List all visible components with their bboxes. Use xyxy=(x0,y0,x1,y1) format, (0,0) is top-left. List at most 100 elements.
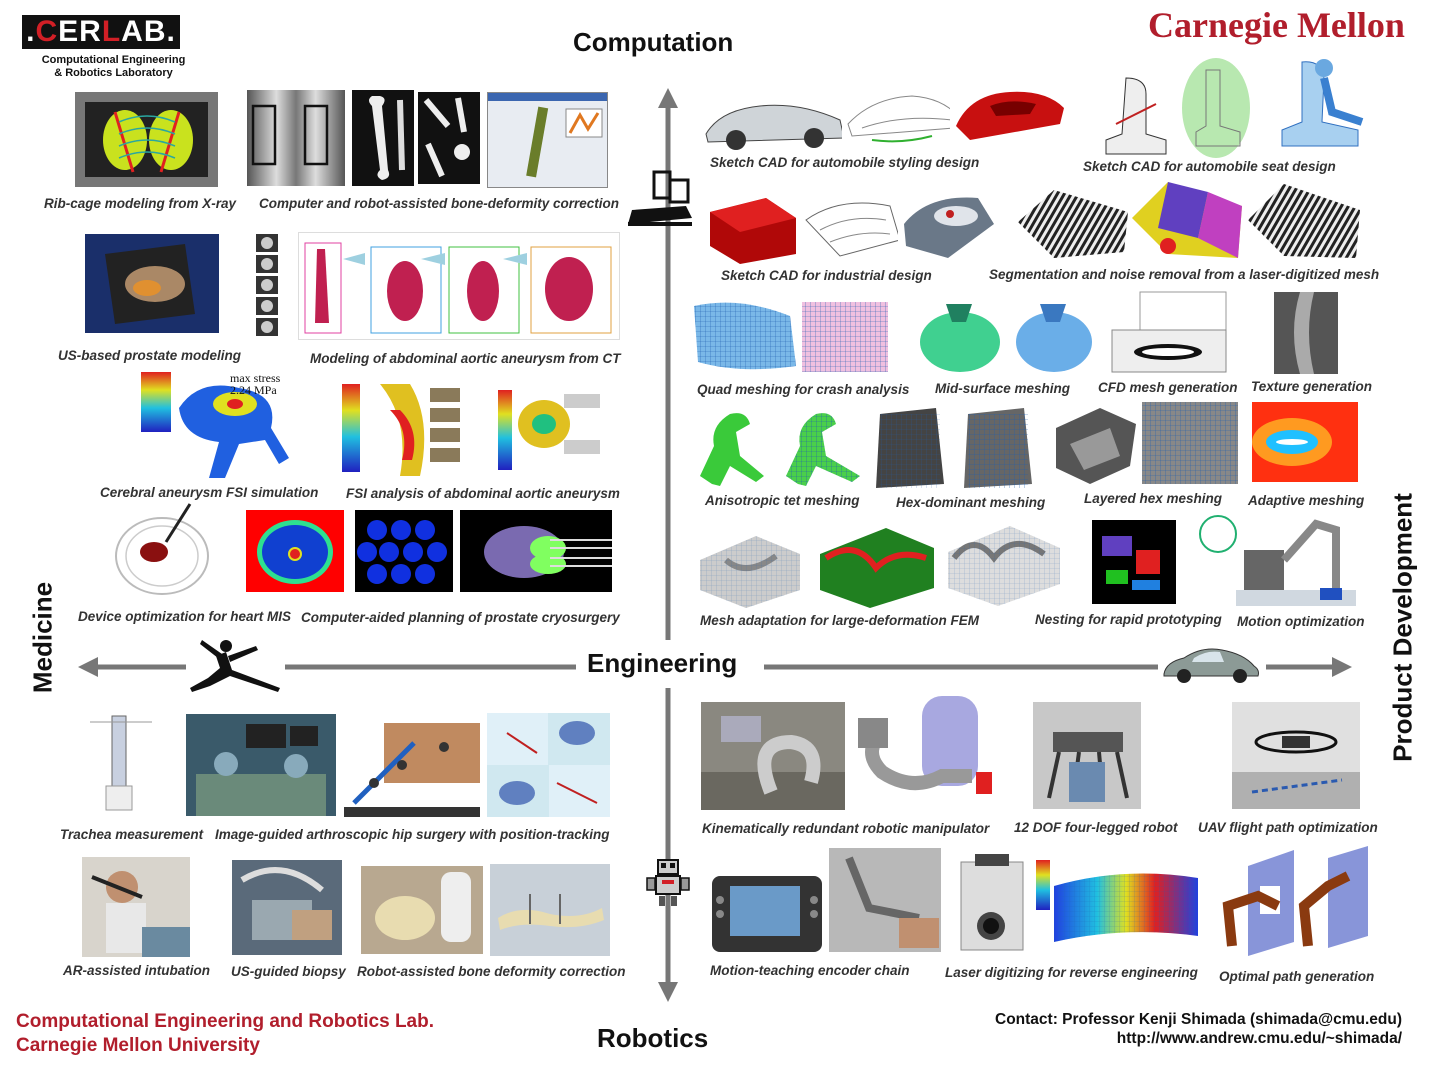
axis-label-engineering: Engineering xyxy=(587,648,738,678)
caption-kinematic: Kinematically redundant robotic manipula… xyxy=(702,821,990,836)
large-deformation-3-image xyxy=(944,518,1064,608)
caption-sketch-industrial: Sketch CAD for industrial design xyxy=(721,268,932,283)
cerlab-logo: .CERLAB. xyxy=(22,15,180,49)
caption-heart-mis: Device optimization for heart MIS xyxy=(78,609,292,624)
motion-opt-image xyxy=(1196,510,1360,610)
laser-mesh-segmented-image xyxy=(1128,178,1246,262)
hex-dominant-1-image xyxy=(866,404,950,490)
caption-layered-hex: Layered hex meshing xyxy=(1084,491,1223,506)
hip-tracking-image xyxy=(344,713,480,817)
adaptive-mesh-image xyxy=(1252,402,1358,482)
industrial-device-image xyxy=(898,184,998,262)
encoder-device-image xyxy=(708,870,826,958)
hip-imaging-image xyxy=(487,713,610,817)
caption-aortic-fsi: FSI analysis of abdominal aortic aneurys… xyxy=(346,486,620,501)
aortic-fsi-image xyxy=(340,380,472,478)
large-deformation-1-image xyxy=(696,530,804,610)
laser-mesh-color-image xyxy=(1034,856,1202,948)
caption-rib-cage: Rib-cage modeling from X-ray xyxy=(44,196,237,211)
axis-label-robotics: Robotics xyxy=(597,1023,709,1053)
quad-mesh-image xyxy=(690,296,800,374)
caption-adaptive: Adaptive meshing xyxy=(1248,493,1365,508)
caption-hex-dominant: Hex-dominant meshing xyxy=(896,495,1046,510)
caption-nesting: Nesting for rapid prototyping xyxy=(1035,612,1222,627)
redundant-manipulator-render-image xyxy=(852,692,1002,814)
redundant-manipulator-photo-image xyxy=(701,702,845,810)
seat-wire-image xyxy=(1180,56,1256,160)
caption-aortic-ct: Modeling of abdominal aortic aneurysm fr… xyxy=(310,351,621,366)
caption-biopsy: US-guided biopsy xyxy=(231,964,346,979)
industrial-box-image xyxy=(706,192,798,264)
caption-mid-surface: Mid-surface meshing xyxy=(935,381,1071,396)
encoder-chain-photo-image xyxy=(829,848,941,952)
axis-label-medicine: Medicine xyxy=(27,581,58,694)
hex-dominant-2-image xyxy=(954,404,1040,490)
laser-mesh-smoothed-image xyxy=(1244,180,1364,262)
caption-trachea: Trachea measurement xyxy=(60,827,204,842)
nesting-image xyxy=(1092,520,1176,604)
caption-segmentation: Segmentation and noise removal from a la… xyxy=(989,267,1380,282)
prostate-us-image xyxy=(85,234,219,333)
texture-image xyxy=(1274,292,1338,374)
industrial-wire-image xyxy=(800,190,904,262)
caption-texture: Texture generation xyxy=(1251,379,1373,394)
large-deformation-2-image xyxy=(816,518,938,610)
mid-surface-green-image xyxy=(916,296,1006,376)
computer-icon xyxy=(628,170,692,226)
footer-university: Carnegie Mellon University xyxy=(16,1035,260,1056)
footer-lab-name: Computational Engineering and Robotics L… xyxy=(16,1011,435,1032)
caption-bone-deformity: Computer and robot-assisted bone-deformi… xyxy=(259,196,620,211)
caption-cerebral-fsi: Cerebral aneurysm FSI simulation xyxy=(100,485,319,500)
cryosurgery-3d-image xyxy=(460,510,612,592)
xray-legs-image xyxy=(247,90,345,186)
laser-scanner-image xyxy=(955,854,1029,954)
max-stress-annotation: max stress 2.24 MPa xyxy=(230,371,281,397)
caption-intubation: AR-assisted intubation xyxy=(63,963,211,978)
femur-image xyxy=(352,90,414,186)
cerlab-subtitle: Computational Engineering & Robotics Lab… xyxy=(41,54,186,79)
prostate-mesh-red-image xyxy=(246,510,344,592)
aortic-aneurysm-model-image xyxy=(298,232,620,340)
caption-motion-opt: Motion optimization xyxy=(1237,614,1365,629)
caption-prostate-us: US-based prostate modeling xyxy=(58,348,242,363)
bone-views-image xyxy=(418,92,480,184)
caption-robot-bone: Robot-assisted bone deformity correction xyxy=(357,964,626,979)
aortic-fsi-vertebra-image xyxy=(494,384,610,476)
caption-laser: Laser digitizing for reverse engineering xyxy=(945,965,1198,980)
robot-bone-femur-image xyxy=(490,864,610,956)
caption-cfd-mesh: CFD mesh generation xyxy=(1098,380,1238,395)
caption-uav: UAV flight path optimization xyxy=(1198,820,1378,835)
seat-sketch-image xyxy=(1096,74,1178,158)
uav-image xyxy=(1232,702,1360,809)
caption-optimal-path: Optimal path generation xyxy=(1219,969,1375,984)
cfd-mesh-image xyxy=(1110,290,1228,374)
mid-surface-blue-image xyxy=(1010,296,1096,376)
rib-cage-image xyxy=(75,92,218,187)
footer-url[interactable]: http://www.andrew.cmu.edu/~shimada/ xyxy=(1116,1030,1402,1047)
caption-sketch-auto: Sketch CAD for automobile styling design xyxy=(710,155,980,170)
caption-quad-mesh: Quad meshing for crash analysis xyxy=(697,382,910,397)
caption-encoder: Motion-teaching encoder chain xyxy=(710,963,910,978)
caption-mesh-adaptation: Mesh adaptation for large-deformation FE… xyxy=(700,613,980,628)
axis-label-computation: Computation xyxy=(573,27,734,57)
aniso-tet-dino-2-image xyxy=(776,406,872,490)
aniso-tet-dino-1-image xyxy=(690,406,778,490)
car-sketch-image xyxy=(700,90,850,152)
quad-mesh-detail-image xyxy=(800,296,890,376)
heart-mis-image xyxy=(110,500,214,600)
robot-bone-pelvis-image xyxy=(361,866,483,954)
axis-label-product-development: Product Development xyxy=(1387,493,1418,762)
car-icon xyxy=(1163,648,1259,683)
car-red-model-image xyxy=(950,78,1068,150)
ct-slices-image xyxy=(254,232,280,338)
cerebral-aneurysm-image xyxy=(139,368,309,482)
seat-figure-image xyxy=(1262,52,1372,160)
caption-four-legged: 12 DOF four-legged robot xyxy=(1014,820,1178,835)
four-legged-robot-image xyxy=(1033,702,1141,809)
layered-hex-1-image xyxy=(1050,404,1142,488)
caption-aniso-tet: Anisotropic tet meshing xyxy=(705,493,860,508)
caption-cryosurgery: Computer-aided planning of prostate cryo… xyxy=(301,610,620,625)
optimal-path-image xyxy=(1218,846,1376,960)
bone-software-image xyxy=(487,92,608,188)
